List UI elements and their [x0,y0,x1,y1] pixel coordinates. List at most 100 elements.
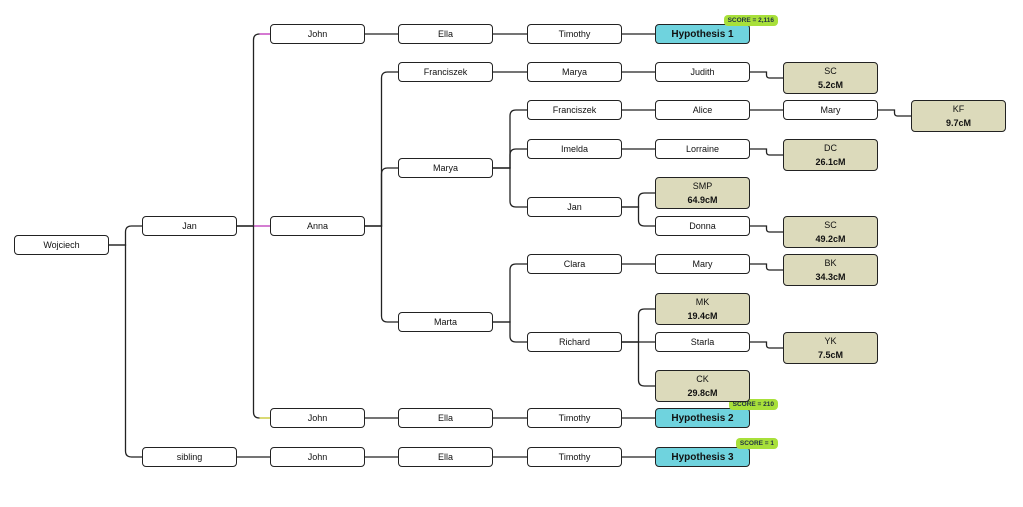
person-node-imelda[interactable]: Imelda [527,139,622,159]
person-node-marya2[interactable]: Marya [527,62,622,82]
person-node-timothy_b[interactable]: Timothy [527,408,622,428]
person-node-judith[interactable]: Judith [655,62,750,82]
node-label: SMP [692,181,713,191]
match-node-yk[interactable]: YK 7.5cM [783,332,878,364]
shared-cm: 9.7cM [945,118,971,128]
person-node-sibling[interactable]: sibling [142,447,237,467]
node-label: John [307,452,328,462]
link-wojciech-sibling [109,244,142,458]
link-marya1-imelda [493,148,527,169]
node-label: Franciszek [552,105,597,115]
link-jan2-donna [622,206,655,227]
link-starla-yk [750,341,783,349]
node-label: MK [695,297,710,307]
person-node-lorraine[interactable]: Lorraine [655,139,750,159]
person-node-mary1[interactable]: Mary [783,100,878,120]
link-jan1-john_b [237,225,270,419]
node-label: Donna [689,221,716,231]
node-label: Hypothesis 2 [671,412,734,424]
node-label: Franciszek [423,67,468,77]
match-node-ck[interactable]: CK 29.8cM [655,370,750,402]
node-label: Lorraine [685,144,720,154]
match-node-sc1[interactable]: SC 5.2cM [783,62,878,94]
node-label: YK [824,336,837,346]
node-label: Hypothesis 3 [671,451,734,463]
person-node-john_c[interactable]: John [270,447,365,467]
person-node-ella_b[interactable]: Ella [398,408,493,428]
person-node-franciszek1[interactable]: Franciszek [398,62,493,82]
node-label: DC [824,143,837,153]
person-node-jan2[interactable]: Jan [527,197,622,217]
shared-cm: 5.2cM [817,80,843,90]
person-node-starla[interactable]: Starla [655,332,750,352]
node-label: Ella [437,452,453,462]
person-node-jan1[interactable]: Jan [142,216,237,236]
hypothesis-node-hyp2[interactable]: Hypothesis 2 [655,408,750,428]
node-label: Clara [563,259,586,269]
shared-cm: 29.8cM [687,388,718,398]
node-label: Marya [561,67,587,77]
person-node-richard[interactable]: Richard [527,332,622,352]
node-label: Ella [437,29,453,39]
person-node-franciszek2[interactable]: Franciszek [527,100,622,120]
score-badge: SCORE = 1 [735,438,778,449]
node-label: KF [952,104,965,114]
node-label: SC [824,220,837,230]
link-donna-sc2 [750,225,783,233]
person-node-wojciech[interactable]: Wojciech [14,235,109,255]
node-label: Wojciech [43,240,80,250]
person-node-clara[interactable]: Clara [527,254,622,274]
person-node-john_a[interactable]: John [270,24,365,44]
node-label: Marya [432,163,458,173]
link-mary2-bk [750,263,783,271]
link-judith-sc1 [750,71,783,79]
match-node-smp[interactable]: SMP 64.9cM [655,177,750,209]
link-marta-richard [493,321,527,343]
node-label: Mary [820,105,841,115]
person-node-timothy_a[interactable]: Timothy [527,24,622,44]
node-label: BK [824,258,837,268]
score-badge: SCORE = 2,116 [723,15,778,26]
hypothesis-node-hyp1[interactable]: Hypothesis 1 [655,24,750,44]
link-marya1-jan2 [493,167,527,208]
node-label: Marta [433,317,457,327]
person-node-john_b[interactable]: John [270,408,365,428]
person-node-ella_c[interactable]: Ella [398,447,493,467]
shared-cm: 26.1cM [815,157,846,167]
node-label: Richard [558,337,590,347]
person-node-marta[interactable]: Marta [398,312,493,332]
person-node-alice[interactable]: Alice [655,100,750,120]
link-wojciech-jan1 [109,225,142,246]
person-node-marya1[interactable]: Marya [398,158,493,178]
node-label: Timothy [558,29,591,39]
node-label: SC [824,66,837,76]
link-mary1-kf [878,109,911,117]
node-label: Imelda [560,144,588,154]
score-badge: SCORE = 210 [728,399,778,410]
hypothesis-node-hyp3[interactable]: Hypothesis 3 [655,447,750,467]
node-label: sibling [176,452,203,462]
node-label: Hypothesis 1 [671,28,734,40]
node-label: Mary [692,259,713,269]
node-label: Ella [437,413,453,423]
node-label: CK [696,374,709,384]
person-node-ella_a[interactable]: Ella [398,24,493,44]
node-label: Alice [692,105,713,115]
shared-cm: 64.9cM [687,195,718,205]
person-node-timothy_c[interactable]: Timothy [527,447,622,467]
person-node-donna[interactable]: Donna [655,216,750,236]
match-node-dc[interactable]: DC 26.1cM [783,139,878,171]
link-jan2-smp [622,192,655,208]
link-richard-ck [622,341,655,387]
node-label: Judith [690,67,715,77]
link-richard-mk [622,308,655,343]
match-node-kf[interactable]: KF 9.7cM [911,100,1006,132]
shared-cm: 7.5cM [817,350,843,360]
person-node-anna[interactable]: Anna [270,216,365,236]
person-node-mary2[interactable]: Mary [655,254,750,274]
link-marya1-franciszek2 [493,109,527,169]
